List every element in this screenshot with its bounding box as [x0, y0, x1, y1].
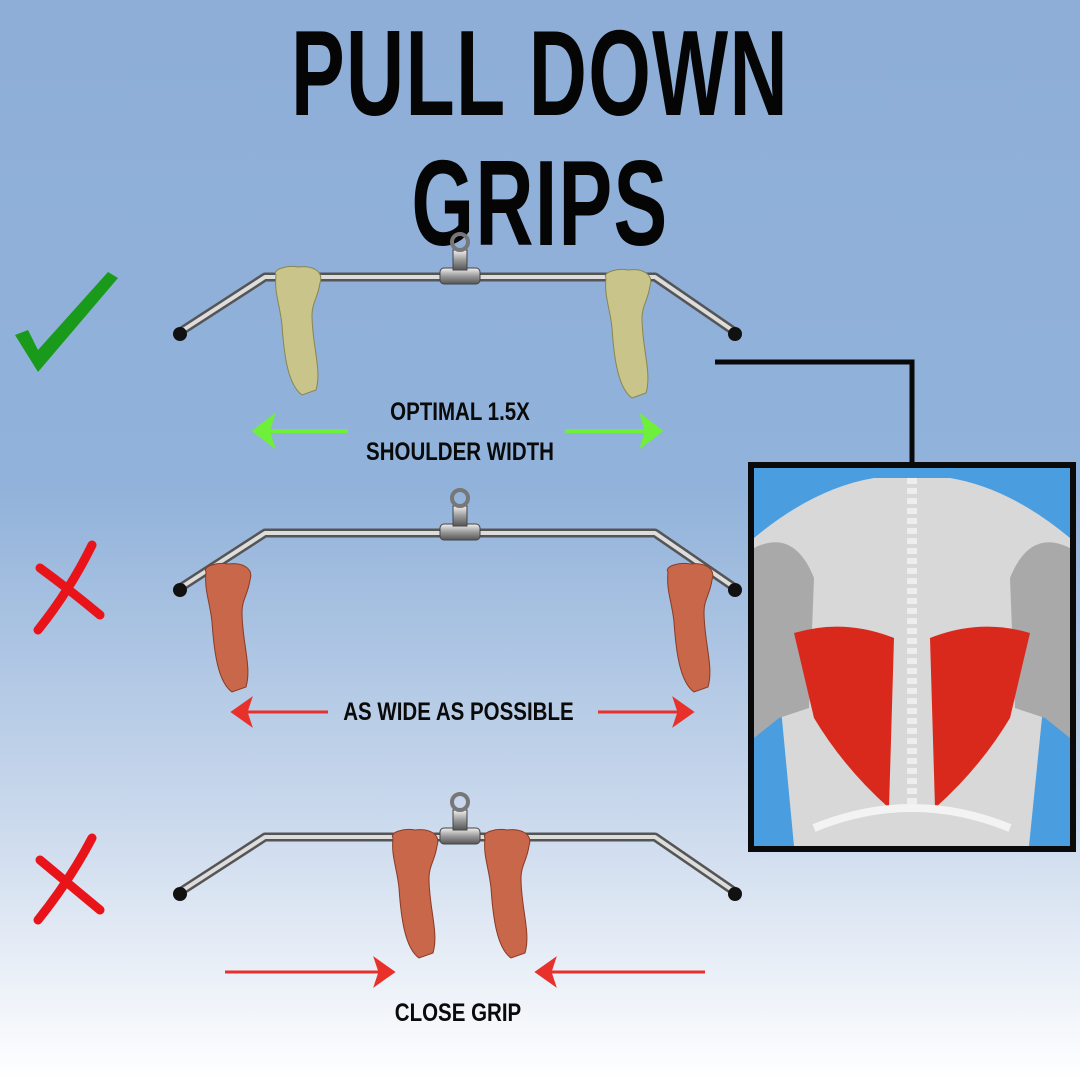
lat-bar-optimal: [173, 234, 742, 341]
x-icon: [33, 833, 105, 925]
lat-right: [930, 626, 1030, 808]
grip-label-close: CLOSE GRIP: [394, 999, 522, 1027]
hand-left: [391, 828, 439, 959]
lat-bar-wide: [173, 490, 742, 597]
arrow-outward: [230, 696, 695, 728]
hand-left: [274, 265, 322, 396]
arrow-inward: [225, 956, 705, 988]
check-icon: [15, 272, 118, 372]
connector-line: [715, 359, 915, 462]
hand-right: [483, 828, 531, 959]
grip-label-optimal-2: SHOULDER WIDTH: [366, 438, 554, 466]
lat-bar-close: [173, 794, 742, 901]
arrow-outward: [251, 412, 664, 450]
back-muscles-illustration: [748, 462, 1076, 852]
hand-left: [204, 562, 252, 693]
hand-right: [666, 562, 714, 693]
grip-label-optimal-1: OPTIMAL 1.5X: [390, 398, 530, 426]
grip-label-wide: AS WIDE AS POSSIBLE: [343, 698, 574, 726]
page-title: PULL DOWN GRIPS: [291, 5, 789, 271]
x-icon: [33, 540, 105, 635]
hand-right: [604, 268, 652, 399]
lat-left: [794, 626, 894, 808]
